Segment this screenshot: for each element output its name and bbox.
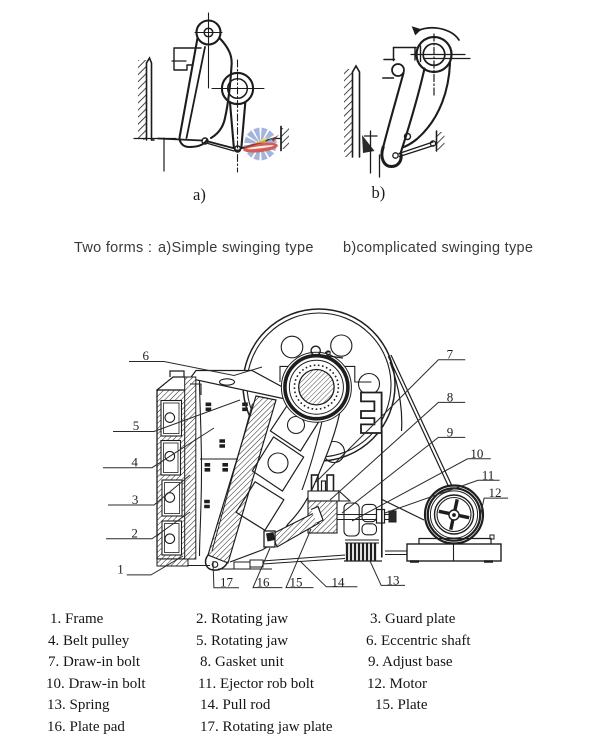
svg-text:12: 12 — [489, 485, 502, 500]
svg-text:b): b) — [372, 183, 386, 202]
svg-text:a): a) — [193, 185, 206, 204]
svg-text:6: 6 — [143, 348, 150, 363]
svg-text:9: 9 — [447, 425, 454, 440]
svg-text:4: 4 — [131, 455, 138, 470]
svg-text:13: 13 — [387, 573, 400, 588]
svg-text:15: 15 — [290, 575, 303, 590]
svg-text:1: 1 — [117, 562, 124, 577]
svg-text:2: 2 — [131, 526, 138, 541]
svg-text:5: 5 — [133, 418, 140, 433]
svg-text:17: 17 — [220, 574, 234, 589]
svg-text:16: 16 — [257, 575, 271, 590]
svg-text:8: 8 — [447, 390, 454, 405]
svg-text:7: 7 — [447, 347, 454, 362]
svg-text:3: 3 — [132, 492, 139, 507]
svg-text:11: 11 — [482, 468, 495, 483]
svg-text:10: 10 — [470, 446, 483, 461]
svg-text:14: 14 — [332, 575, 346, 590]
